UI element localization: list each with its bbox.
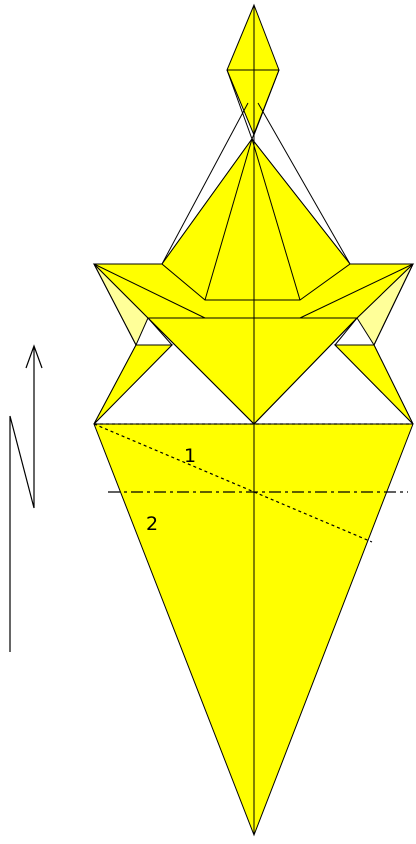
right-inner-flap [334, 317, 358, 346]
head-right-lower [251, 69, 280, 140]
neck [161, 138, 351, 301]
right-shoulder-diag [299, 263, 414, 319]
centre-triangle [146, 317, 359, 425]
centre-v-right [253, 317, 358, 425]
neck-right-inner [251, 138, 301, 301]
neck-left-outer [161, 102, 249, 265]
arrowhead [25, 344, 43, 369]
zigzag-stroke [9, 348, 35, 652]
left-wing-strip [93, 344, 174, 425]
neck-left-inner [204, 138, 253, 301]
left-flap-crease [93, 263, 137, 346]
left-shoulder-diag [93, 263, 206, 319]
left-inner-flap [147, 317, 173, 346]
valley-fold-1 [93, 423, 373, 543]
right-flap-crease [373, 263, 414, 346]
crease-lines [93, 5, 414, 835]
right-wing-strip [333, 344, 414, 425]
fold-label-1: 1 [184, 445, 196, 467]
fold-turn-arrow-icon [9, 344, 43, 652]
fold-label-2: 2 [146, 513, 158, 535]
fold-lines [93, 423, 413, 543]
centre-v-left [147, 317, 255, 425]
neck-right-outer [257, 102, 351, 265]
head-left-lower [226, 69, 253, 140]
